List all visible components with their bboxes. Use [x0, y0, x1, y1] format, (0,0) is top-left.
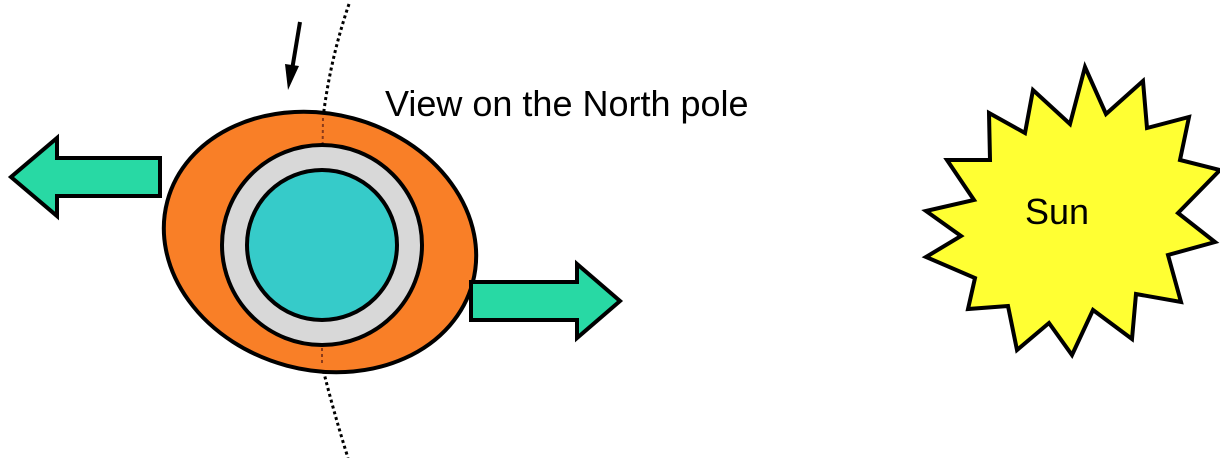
rotation-axis-top [323, 4, 349, 118]
arrow-left-icon [11, 138, 160, 216]
arrow-right-icon [471, 264, 620, 338]
arrow-down-icon [285, 22, 300, 90]
earth-core [247, 170, 397, 320]
view-caption: View on the North pole [385, 83, 749, 124]
rotation-axis-bottom [322, 365, 348, 458]
sun-label: Sun [1025, 191, 1089, 232]
